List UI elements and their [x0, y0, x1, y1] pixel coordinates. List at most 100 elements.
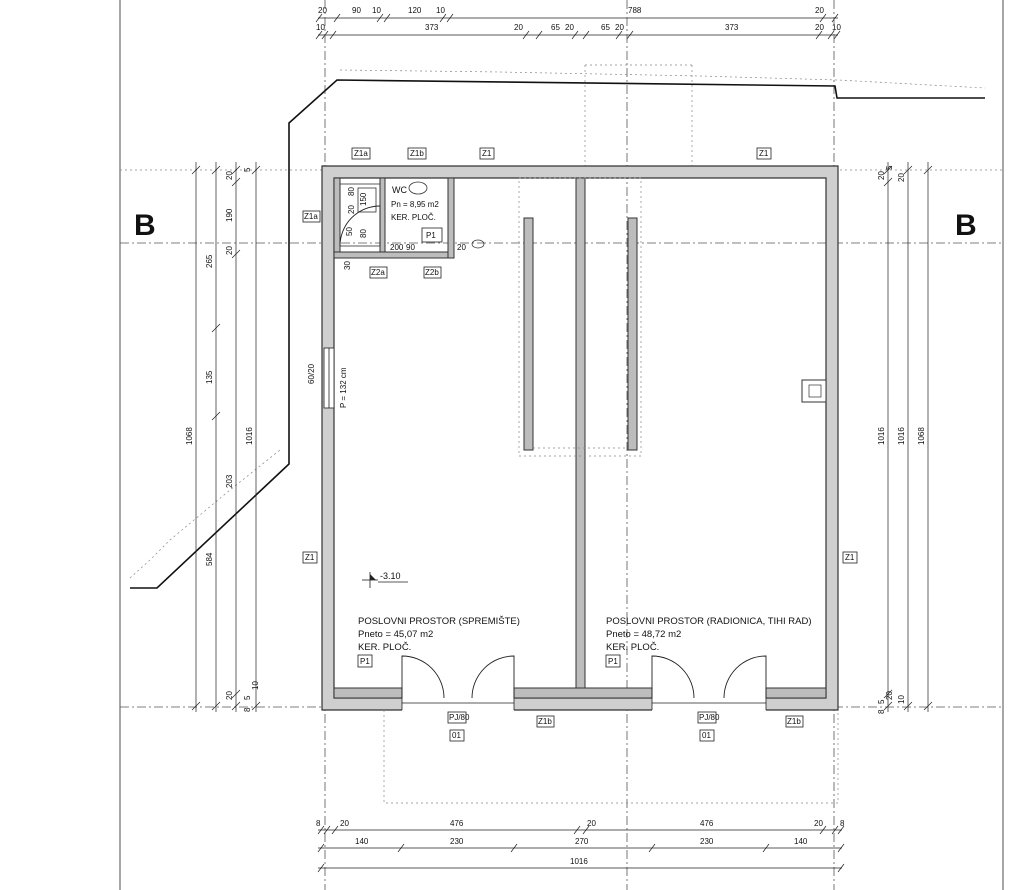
svg-text:5: 5 — [243, 695, 252, 700]
window-size: 60/20 — [307, 363, 316, 384]
wc-area: Pn = 8,95 m2 — [391, 200, 439, 209]
top-dim-r2-2: 373 — [425, 23, 439, 32]
terrace-outline — [383, 710, 839, 804]
bottom-dim-r2-1: 140 — [355, 837, 369, 846]
tag-z1a-left: Z1a — [304, 212, 318, 221]
room-right-tag-box — [605, 654, 621, 668]
tag-z1-left: Z1 — [305, 553, 315, 562]
left-dim-outer: 1068 — [185, 427, 194, 445]
door-right-tag: 01 — [702, 731, 711, 740]
room-left-name: POSLOVNI PROSTOR (SPREMIŠTE) — [358, 616, 520, 627]
bottom-dim-5: 476 — [700, 819, 714, 828]
door-right-tag-box — [699, 729, 715, 742]
left-dim-inner-other: 203 — [225, 474, 234, 488]
bottom-dim-r2-4: 230 — [700, 837, 714, 846]
door-left-size: PJ/80 — [449, 713, 470, 722]
right-dim-outer: 1068 — [917, 427, 926, 445]
tag-z2a: Z2a — [371, 268, 385, 277]
svg-text:5: 5 — [877, 699, 886, 704]
level-mark: -3.10 — [380, 571, 401, 581]
bottom-dim-4: 20 — [587, 819, 596, 828]
bottom-dim-2: 20 — [340, 819, 349, 828]
svg-text:190: 190 — [225, 208, 234, 222]
window-height: P = 132 cm — [339, 367, 348, 408]
top-dim-r2-3: 20 — [514, 23, 523, 32]
svg-text:10: 10 — [251, 681, 260, 690]
left-dim-inner-2: 135 — [205, 370, 214, 384]
tag-z1-right: Z1 — [845, 553, 855, 562]
tag-z1a-top: Z1a — [354, 149, 368, 158]
top-dim-r2-10: 10 — [832, 23, 841, 32]
svg-text:20: 20 — [897, 173, 906, 182]
svg-text:10: 10 — [897, 695, 906, 704]
svg-text:5: 5 — [885, 165, 894, 170]
bottom-dimension-chains: 8 20 476 20 476 20 8 140 230 270 230 140… — [316, 819, 845, 873]
room-left-tag-box — [357, 654, 373, 668]
left-dim-overall: 1016 — [245, 427, 254, 445]
level-mark-icon — [362, 572, 408, 588]
left-dim-inner-1: 265 — [205, 254, 214, 268]
svg-text:20: 20 — [877, 171, 886, 180]
bottom-dim-1: 8 — [316, 819, 321, 828]
wc-dimensions: 80 20 150 50 80 200 90 20 30 — [343, 187, 466, 270]
svg-text:20: 20 — [885, 691, 894, 700]
bottom-dim-total: 1016 — [570, 857, 588, 866]
right-dimension-chains: 1016 1016 1068 20 5 20 5 8 20 10 — [877, 162, 933, 714]
door-left-swing — [401, 655, 515, 699]
svg-text:90: 90 — [406, 243, 415, 252]
top-dim-2: 90 — [352, 6, 361, 15]
top-dim-1: 20 — [318, 6, 327, 15]
door-left-tag-box — [449, 729, 465, 742]
room-left-floor: KER. PLOČ. — [358, 642, 411, 653]
svg-text:20: 20 — [225, 246, 234, 255]
door-right-swing — [651, 655, 767, 699]
bottom-dim-r2-5: 140 — [794, 837, 808, 846]
svg-text:20: 20 — [225, 171, 234, 180]
top-dim-r2-4: 65 — [551, 23, 560, 32]
top-dim-r2-6: 65 — [601, 23, 610, 32]
wc-mark-icon — [471, 239, 485, 249]
svg-text:5: 5 — [243, 167, 252, 172]
left-dim-inner-3: 584 — [205, 552, 214, 566]
bottom-dim-3: 476 — [450, 819, 464, 828]
svg-text:30: 30 — [343, 261, 352, 270]
tag-z1-top: Z1 — [482, 149, 492, 158]
tag-z1-top-right: Z1 — [759, 149, 769, 158]
bottom-dim-6: 20 — [814, 819, 823, 828]
room-left-area: Pneto = 45,07 m2 — [358, 629, 433, 640]
room-right-area: Pneto = 48,72 m2 — [606, 629, 681, 640]
right-dim-inner-2: 1016 — [897, 427, 906, 445]
room-right-name: POSLOVNI PROSTOR (RADIONICA, TIHI RAD) — [606, 616, 812, 627]
top-dim-r2-7: 20 — [615, 23, 624, 32]
wc-name: WC — [392, 185, 407, 195]
bottom-dim-7: 8 — [840, 819, 845, 828]
svg-text:20: 20 — [457, 243, 466, 252]
top-dim-r2-1: 10 — [316, 23, 325, 32]
bottom-dim-r2-3: 270 — [575, 837, 589, 846]
room-left-tag: P1 — [360, 657, 370, 666]
wc-block — [333, 177, 455, 259]
top-dim-r2-5: 20 — [565, 23, 574, 32]
svg-text:8: 8 — [243, 707, 252, 712]
tag-z2b: Z2b — [425, 268, 439, 277]
svg-text:150: 150 — [359, 192, 368, 206]
svg-text:80: 80 — [359, 229, 368, 238]
bottom-dim-r2-2: 230 — [450, 837, 464, 846]
top-dim-r2-8: 373 — [725, 23, 739, 32]
section-marker-right: B — [955, 209, 977, 242]
door-right-size: PJ/80 — [699, 713, 720, 722]
door-right-size-box — [697, 711, 717, 724]
left-dimension-chains: 1068 265 135 584 203 1016 20 5 190 20 8 … — [185, 162, 261, 712]
top-dim-4: 120 — [408, 6, 422, 15]
terrain-outline — [129, 69, 986, 589]
svg-text:8: 8 — [877, 709, 886, 714]
door-left-size-box — [447, 711, 467, 724]
tag-z1b-bottom-left: Z1b — [538, 717, 552, 726]
tag-z1b-bottom-right: Z1b — [787, 717, 801, 726]
svg-text:20: 20 — [347, 205, 356, 214]
top-dim-7: 20 — [815, 6, 824, 15]
tag-z1b-top: Z1b — [410, 149, 424, 158]
room-right-floor: KER. PLOČ. — [606, 642, 659, 653]
svg-text:80: 80 — [347, 187, 356, 196]
